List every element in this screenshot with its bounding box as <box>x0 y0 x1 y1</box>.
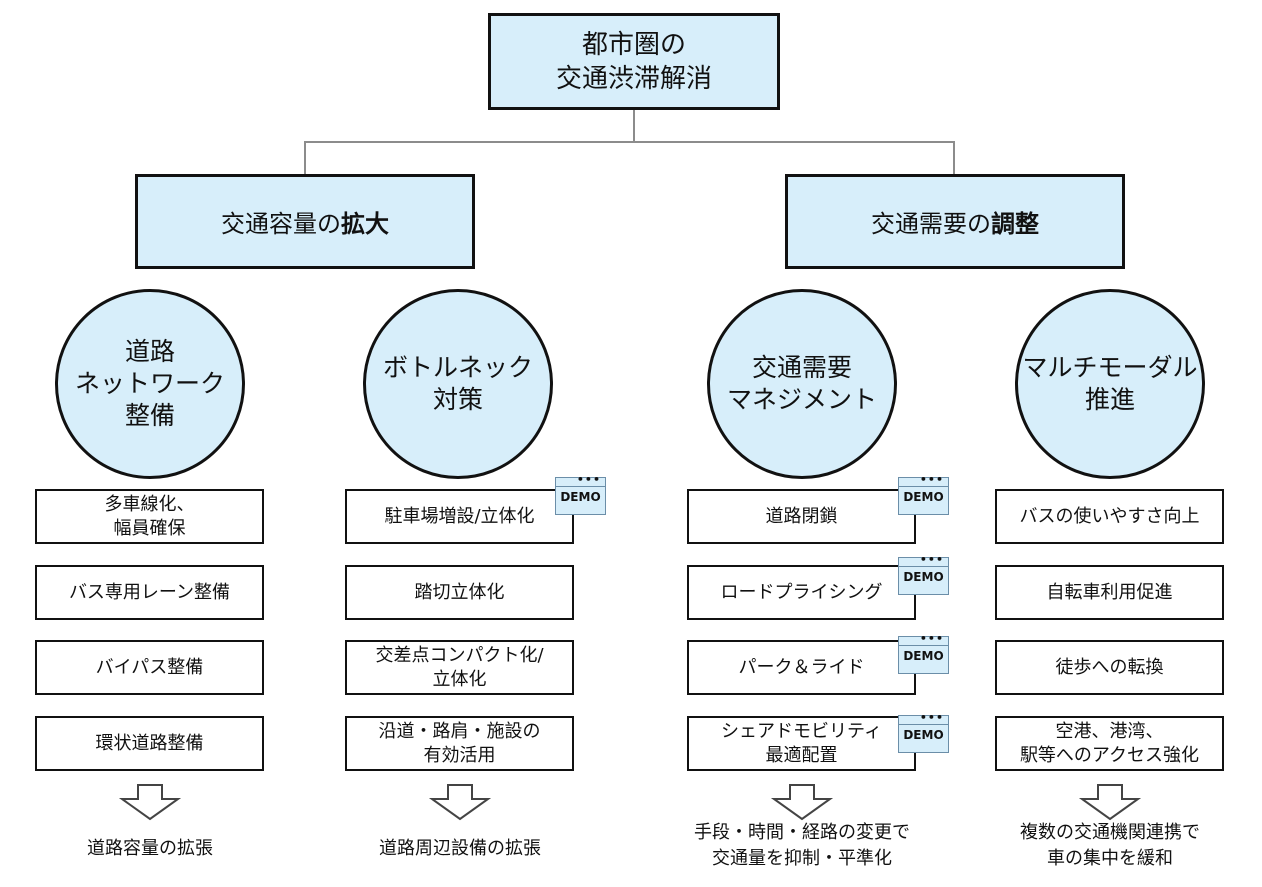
root-line2: 交通渋滞解消 <box>555 63 712 94</box>
measure-item: 空港、港湾、駅等へのアクセス強化 <box>995 716 1224 771</box>
item-line: 踏切立体化 <box>414 581 505 603</box>
down-arrow-icon <box>1078 784 1142 821</box>
demo-label: DEMO <box>903 728 944 742</box>
outcome-line: 手段・時間・経路の変更で <box>694 822 910 843</box>
item-line: 多車線化、 <box>104 493 195 515</box>
menu-dots-icon: ••• <box>919 632 944 645</box>
branch-capacity-emph: 拡大 <box>341 210 389 238</box>
root-line1: 都市圏の <box>581 29 686 60</box>
outcome-line: 交通量を抑制・平準化 <box>712 848 892 869</box>
item-line: パーク＆ライド <box>738 656 865 678</box>
item-line: 交差点コンパクト化/ <box>375 644 544 666</box>
root-node: 都市圏の 交通渋滞解消 <box>488 13 780 110</box>
demo-badge-icon[interactable]: ••• DEMO <box>555 473 606 515</box>
item-line: 最適配置 <box>765 744 838 766</box>
item-line: 徒歩への転換 <box>1055 656 1164 678</box>
demo-badge-icon[interactable]: ••• DEMO <box>898 553 949 595</box>
outcome-text: 手段・時間・経路の変更で 交通量を抑制・平準化 <box>652 820 952 872</box>
down-arrow-icon <box>118 784 182 821</box>
branch-capacity: 交通容量の拡大 <box>135 174 475 269</box>
down-arrow-icon <box>428 784 492 821</box>
measure-item: シェアドモビリティ最適配置 <box>687 716 916 771</box>
menu-dots-icon: ••• <box>919 473 944 486</box>
demo-label: DEMO <box>903 490 944 504</box>
menu-dots-icon: ••• <box>919 711 944 724</box>
demo-label: DEMO <box>560 490 601 504</box>
circle-line: マルチモーダル <box>1022 353 1198 382</box>
outcome-line: 道路周辺設備の拡張 <box>379 838 541 859</box>
circle-road-network: 道路 ネットワーク 整備 <box>55 289 245 479</box>
measure-item: ロードプライシング <box>687 565 916 620</box>
circle-line: 推進 <box>1084 385 1135 414</box>
outcome-text: 道路周辺設備の拡張 <box>310 836 610 862</box>
item-line: シェアドモビリティ <box>721 720 882 742</box>
circle-line: マネジメント <box>726 385 877 414</box>
connector-root-down <box>633 110 635 142</box>
connector-horizontal <box>304 141 955 143</box>
measure-item: 駐車場増設/立体化 <box>345 489 574 544</box>
circle-line: 整備 <box>124 401 175 430</box>
measure-item: 道路閉鎖 <box>687 489 916 544</box>
menu-dots-icon: ••• <box>576 473 601 486</box>
circle-tdm: 交通需要 マネジメント <box>707 289 897 479</box>
branch-demand-prefix: 交通需要の <box>871 210 991 238</box>
outcome-text: 道路容量の拡張 <box>0 836 300 862</box>
outcome-line: 道路容量の拡張 <box>87 838 213 859</box>
item-line: 自転車利用促進 <box>1046 581 1173 603</box>
item-line: 空港、港湾、 <box>1055 720 1164 742</box>
circle-line: ネットワーク <box>74 369 225 398</box>
branch-demand: 交通需要の調整 <box>785 174 1125 269</box>
branch-capacity-prefix: 交通容量の <box>221 210 341 238</box>
circle-multimodal: マルチモーダル 推進 <box>1015 289 1205 479</box>
item-line: 道路閉鎖 <box>765 505 838 527</box>
measure-item: バスの使いやすさ向上 <box>995 489 1224 544</box>
circle-line: 道路 <box>124 337 175 366</box>
outcome-text: 複数の交通機関連携で 車の集中を緩和 <box>960 820 1260 872</box>
item-line: バイパス整備 <box>95 656 204 678</box>
outcome-line: 車の集中を緩和 <box>1047 848 1173 869</box>
outcome-line: 複数の交通機関連携で <box>1020 822 1200 843</box>
branch-demand-emph: 調整 <box>991 210 1039 238</box>
circle-line: 交通需要 <box>751 353 852 382</box>
item-line: 駐車場増設/立体化 <box>384 505 535 527</box>
measure-item: 多車線化、幅員確保 <box>35 489 264 544</box>
circle-line: ボトルネック <box>382 353 533 382</box>
item-line: 駅等へのアクセス強化 <box>1019 744 1200 766</box>
circle-line: 対策 <box>432 385 483 414</box>
item-line: 幅員確保 <box>113 517 186 539</box>
menu-dots-icon: ••• <box>919 553 944 566</box>
demo-badge-icon[interactable]: ••• DEMO <box>898 473 949 515</box>
demo-badge-icon[interactable]: ••• DEMO <box>898 632 949 674</box>
measure-item: バイパス整備 <box>35 640 264 695</box>
demo-label: DEMO <box>903 570 944 584</box>
measure-item: パーク＆ライド <box>687 640 916 695</box>
item-line: 有効活用 <box>423 744 496 766</box>
measure-item: 踏切立体化 <box>345 565 574 620</box>
item-line: バス専用レーン整備 <box>68 581 231 603</box>
item-line: 環状道路整備 <box>95 732 204 754</box>
item-line: 沿道・路肩・施設の <box>378 720 541 742</box>
down-arrow-icon <box>770 784 834 821</box>
item-line: バスの使いやすさ向上 <box>1019 505 1200 527</box>
demo-label: DEMO <box>903 649 944 663</box>
measure-item: バス専用レーン整備 <box>35 565 264 620</box>
item-line: 立体化 <box>432 668 487 690</box>
measure-item: 交差点コンパクト化/立体化 <box>345 640 574 695</box>
measure-item: 自転車利用促進 <box>995 565 1224 620</box>
demo-badge-icon[interactable]: ••• DEMO <box>898 711 949 753</box>
item-line: ロードプライシング <box>720 581 883 603</box>
measure-item: 徒歩への転換 <box>995 640 1224 695</box>
measure-item: 沿道・路肩・施設の有効活用 <box>345 716 574 771</box>
circle-bottleneck: ボトルネック 対策 <box>363 289 553 479</box>
measure-item: 環状道路整備 <box>35 716 264 771</box>
connector-left-down <box>304 141 306 175</box>
connector-right-down <box>953 141 955 175</box>
